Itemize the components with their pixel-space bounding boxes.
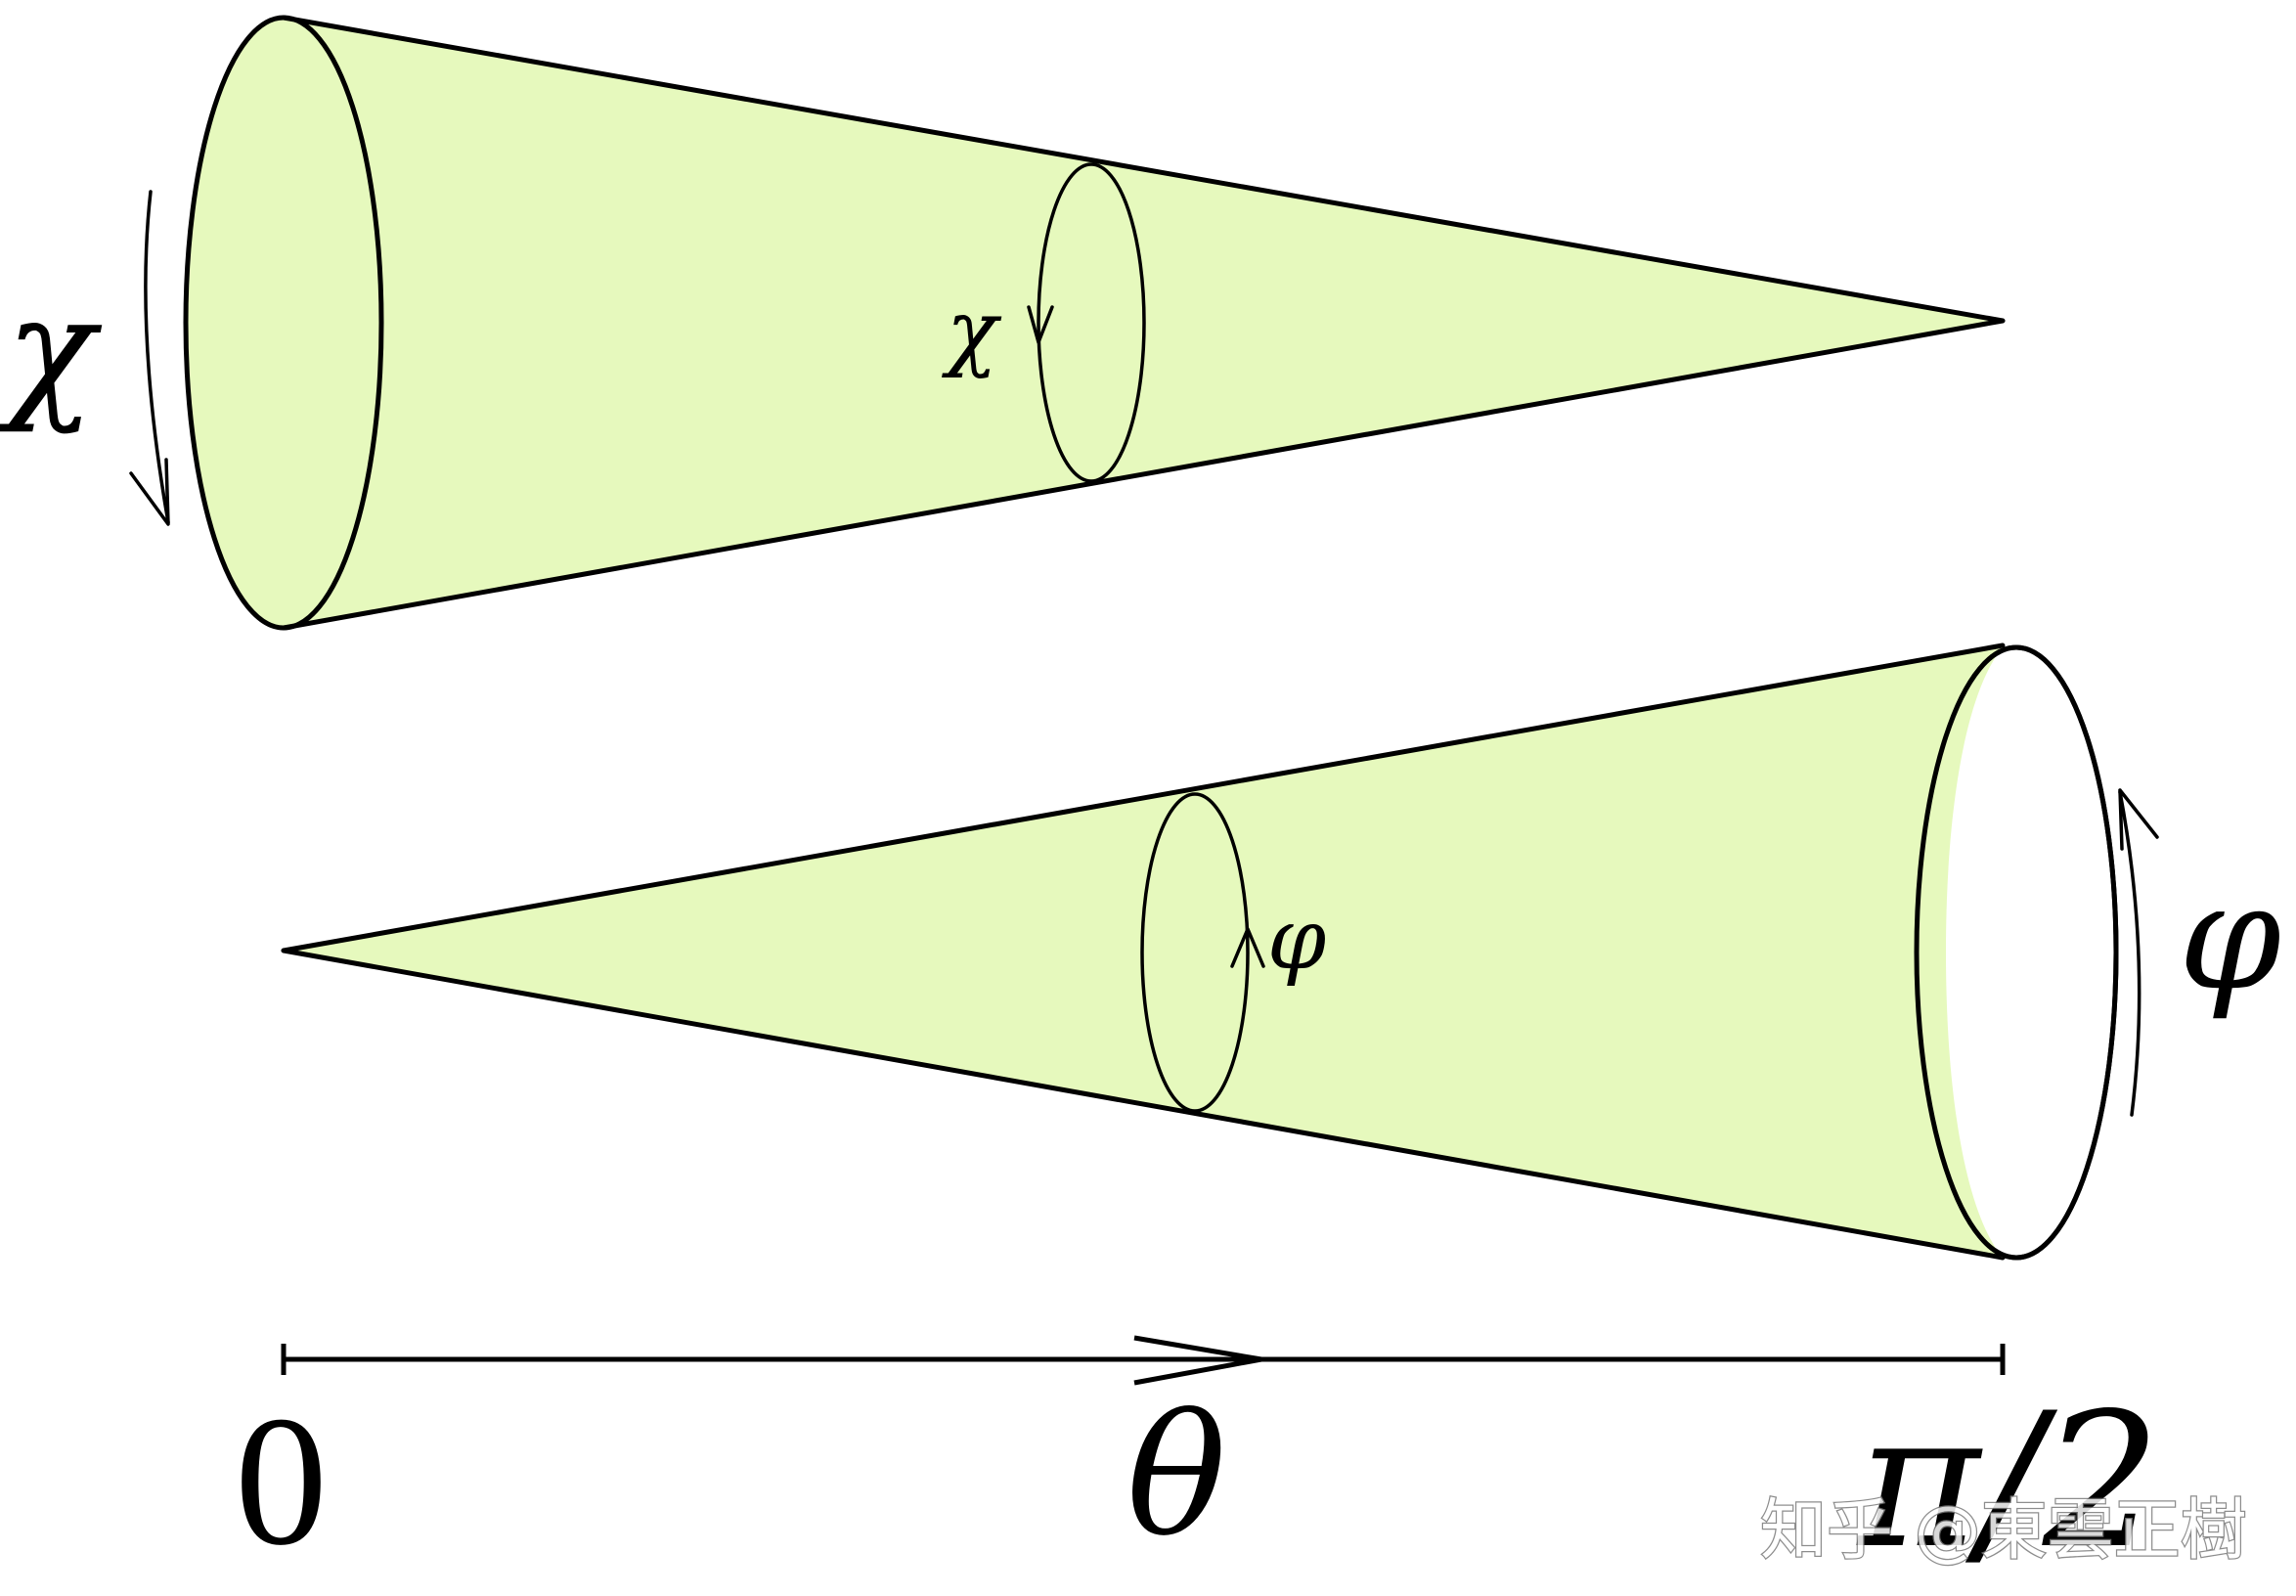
- upper-cone-base-fill: [186, 18, 381, 628]
- upper-cone-base-rim: [183, 15, 384, 631]
- upper-cone-bottom-edge: [281, 318, 2006, 631]
- theta-direction-arrowhead-icon: [1133, 1335, 1262, 1386]
- chi-rotation-arrow: [144, 190, 170, 524]
- end-tick-label: π/2: [1856, 1373, 2161, 1589]
- phi-arrowhead-icon: [2118, 788, 2159, 851]
- lower-cone-bottom-edge: [281, 948, 2006, 1261]
- chi-small-arrowhead-icon: [1027, 305, 1054, 344]
- lower-cone: [281, 643, 2159, 1261]
- phi-rotation-arrow: [2118, 790, 2141, 1117]
- upper-cone: [129, 15, 2006, 631]
- lower-cone-top-edge: [281, 643, 2006, 953]
- origin-tick-label: 0: [235, 1379, 328, 1584]
- theta-label: θ: [1126, 1380, 1226, 1574]
- chi-arrowhead-icon: [129, 458, 170, 526]
- lower-cone-base-rim: [1914, 644, 2119, 1261]
- phi-small-label: φ: [1267, 891, 1326, 989]
- upper-cone-top-edge: [281, 15, 2006, 324]
- lower-cone-cross-section: [1140, 792, 1250, 1113]
- chi-large-label: χ: [0, 266, 103, 436]
- phi-small-arrowhead-icon: [1230, 927, 1265, 968]
- watermark: 知乎 @東雲正樹: [1760, 1492, 2247, 1570]
- phi-large-label: φ: [2179, 853, 2281, 1023]
- upper-cone-cross-section: [1037, 162, 1146, 483]
- theta-axis: [281, 1335, 2006, 1386]
- chi-small-label: χ: [942, 283, 1002, 380]
